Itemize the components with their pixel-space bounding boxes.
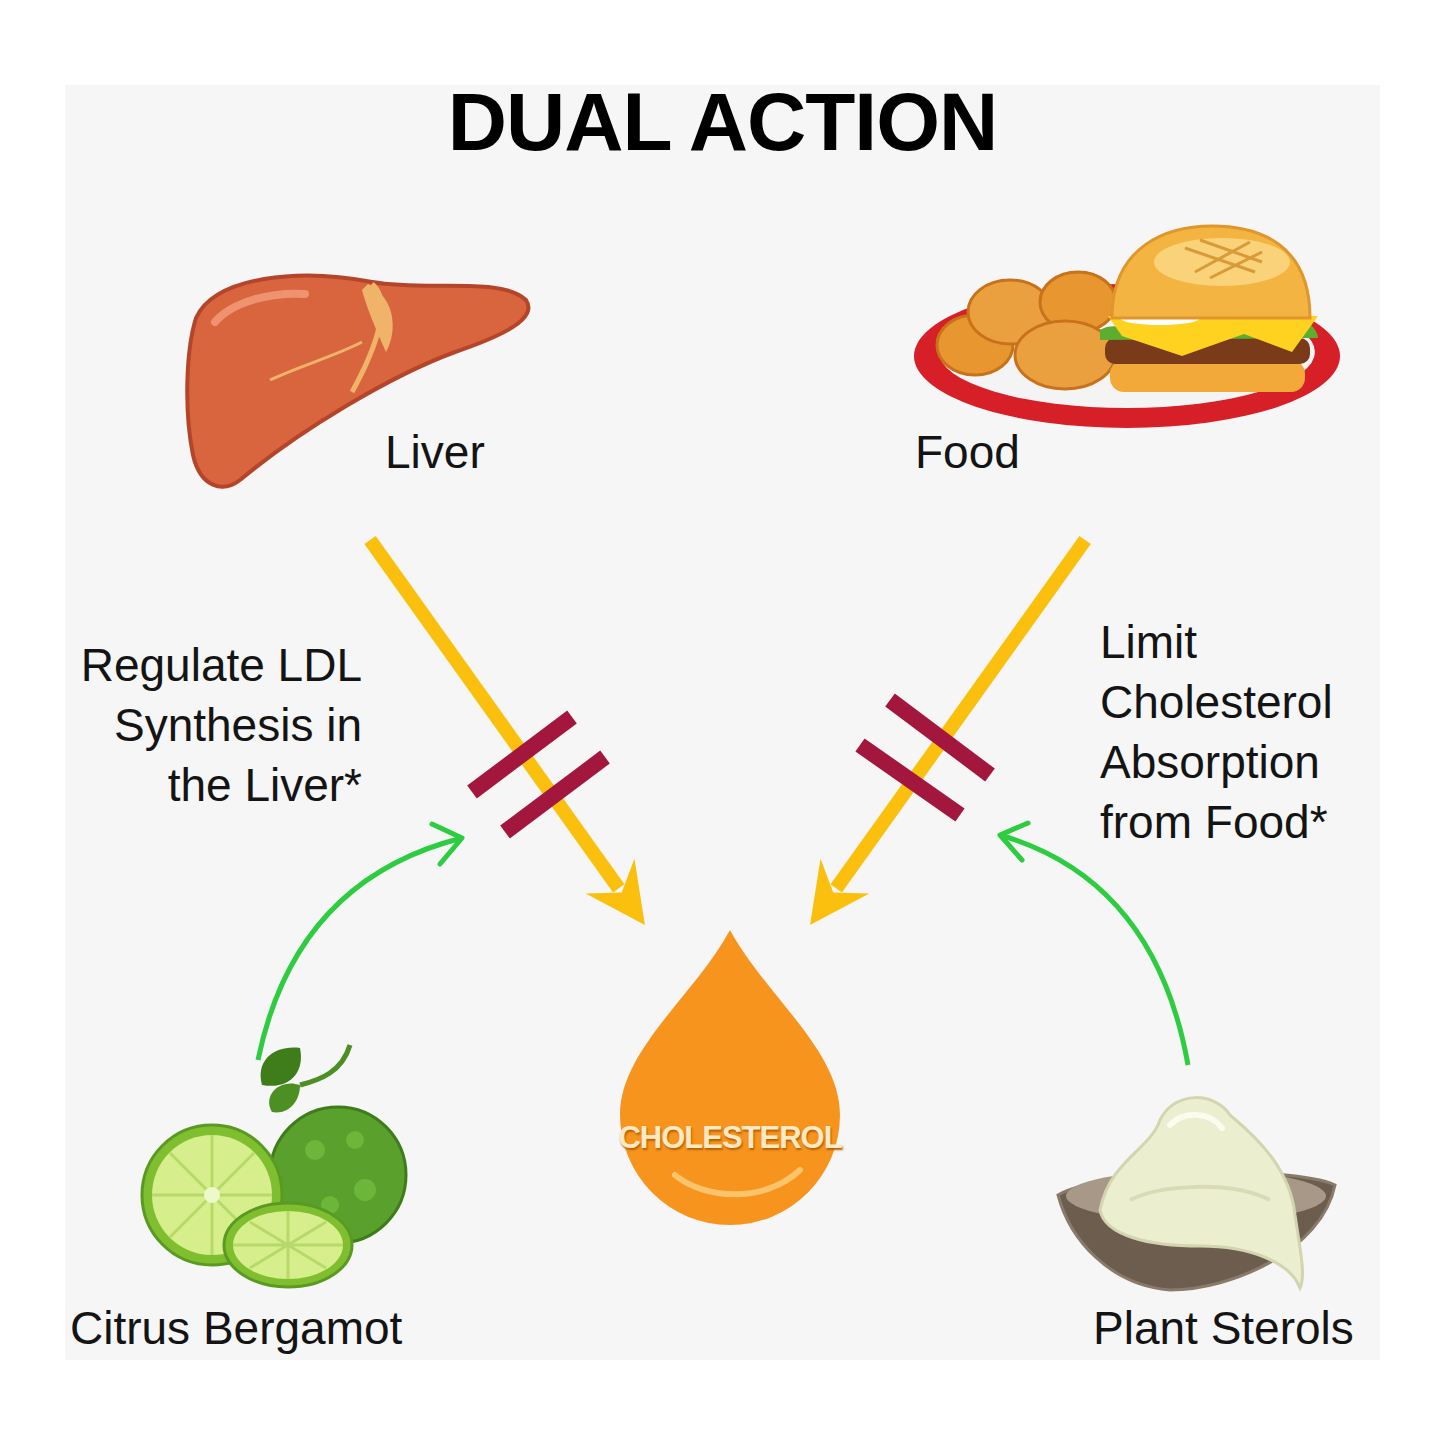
illustration-node: Plant Sterols [1055,1080,1385,1360]
sterols-illustration [1058,1098,1335,1290]
peel-bump [305,1140,325,1160]
liver-illustration [187,276,528,487]
illustration-node: Food [910,260,1350,540]
fruit-core [204,1187,220,1203]
blocker-bar [890,700,990,775]
bottom-bun [1110,360,1305,392]
edge-label: Regulate LDL Synthesis in the Liver* [62,635,362,815]
green-arrow [1000,835,1188,1065]
arrow-shaft [370,540,619,888]
leaf [261,1048,301,1086]
arrow-head [586,859,645,925]
bergamot-illustration [142,1045,406,1287]
yellow-arrow [810,540,1085,925]
bun-highlight [1154,238,1290,286]
grill-marks [1185,240,1262,278]
liver-highlight [215,294,305,322]
green-arrow [258,838,462,1060]
food-illustration [914,226,1340,428]
bergamot-slice [224,1203,352,1287]
illustration-node: Liver [180,260,530,540]
peel-bump [346,1131,364,1149]
node-label: Plant Sterols [1093,1303,1354,1353]
blocker-bar [505,757,605,832]
cholesterol-drop: CHOLESTEROL [615,925,845,1225]
arrow-shaft [836,540,1085,888]
stem [300,1045,350,1085]
drop-label: CHOLESTEROL [615,1118,845,1158]
drop-shape [620,930,840,1225]
segment-lines [233,1211,343,1279]
lobe-line [352,284,381,392]
top-bun [1112,226,1310,318]
node-label: Liver [385,427,485,477]
edge-label: Limit Cholesterol Absorption from Food* [1100,612,1390,852]
paste-fold [1130,1187,1270,1200]
drop-highlight [675,1170,800,1194]
paste-highlight [1170,1115,1222,1128]
vessel-line [270,342,362,380]
drop-outline [615,925,845,1225]
liver-shape [187,276,528,487]
node-label: Citrus Bergamot [70,1303,402,1353]
peel-bump [354,1179,376,1201]
arrow-head [810,859,869,925]
yellow-arrow [370,540,645,925]
illustration-node: Citrus Bergamot [65,1040,455,1360]
green-arrowhead [432,824,462,864]
slice-flesh [233,1211,343,1279]
node-label: Food [915,427,1020,477]
sterol-paste [1100,1098,1303,1288]
diagram-title: DUAL ACTION [0,72,1445,172]
blocker-bar [472,717,572,792]
green-arrowhead [1000,823,1028,860]
blocker-bar [860,745,960,815]
leaf [269,1083,300,1112]
